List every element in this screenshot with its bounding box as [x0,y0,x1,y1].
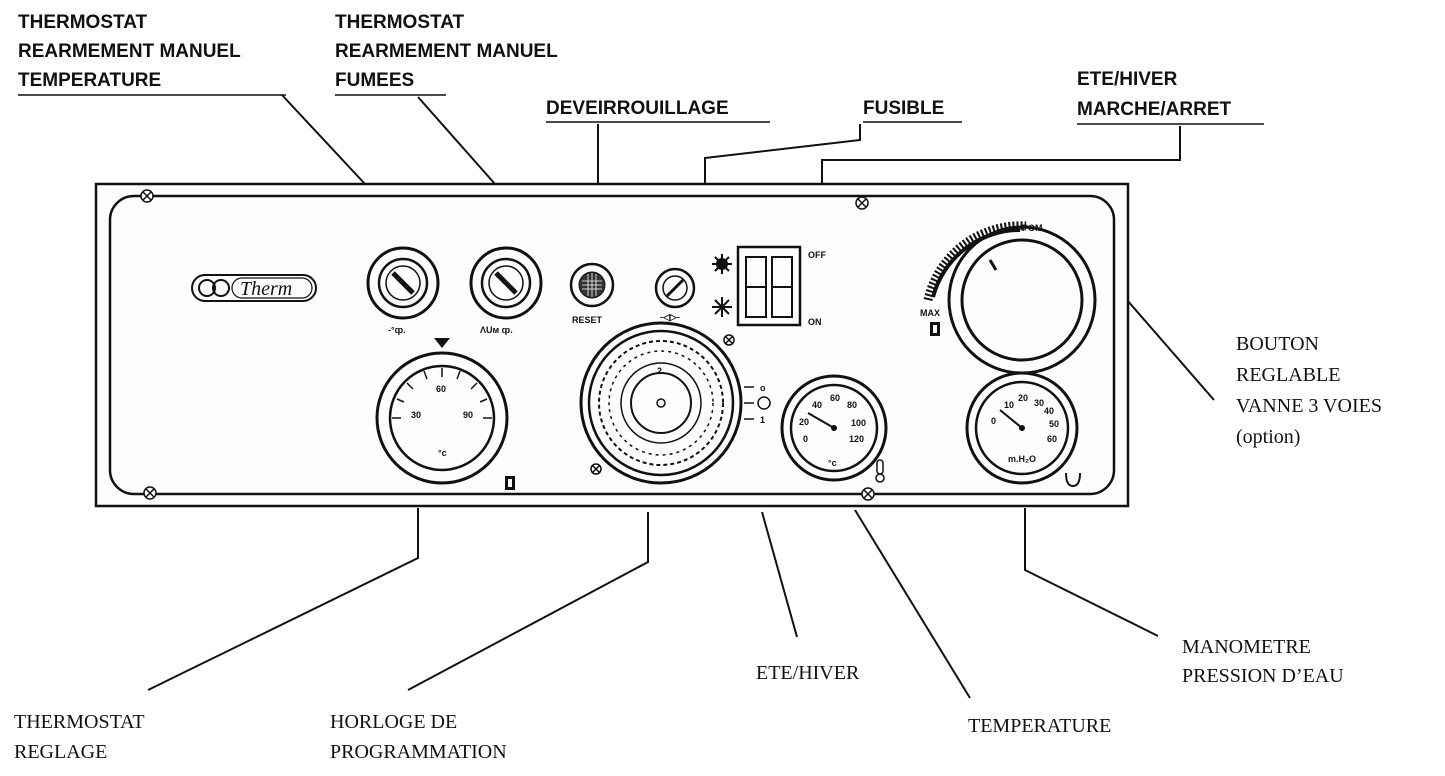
svg-text:60: 60 [436,384,446,394]
svg-text:OFF: OFF [808,250,826,260]
svg-text:2: 2 [657,366,662,376]
svg-text:(option): (option) [1236,426,1300,448]
reset-button[interactable]: RESET [569,262,615,325]
svg-text:10: 10 [1004,400,1014,410]
svg-text:REARMEMENT MANUEL: REARMEMENT MANUEL [335,41,558,62]
callout-deverrouillage: DEVEIRROUILLAGE [546,98,770,123]
fuse-holder[interactable]: -◁▷- [654,267,696,322]
svg-text:ɅUᴍ ȹ.: ɅUᴍ ȹ. [480,325,513,335]
svg-text:0: 0 [991,416,996,426]
svg-text:°c: °c [438,448,447,458]
svg-text:REGLABLE: REGLABLE [1236,364,1340,386]
svg-text:m.H₂O: m.H₂O [1008,454,1036,464]
therm-logo: Therm [191,274,317,302]
svg-text:BOUTON: BOUTON [1236,333,1319,355]
programming-clock[interactable]: 2 o 1 [579,321,771,485]
svg-text:90: 90 [463,410,473,420]
svg-text:60: 60 [830,393,840,403]
thermostat-temperature-reset-knob[interactable]: -°ȹ. [366,246,440,335]
svg-text:50: 50 [1049,419,1059,429]
svg-text:MAX: MAX [920,308,940,318]
svg-text:FUSIBLE: FUSIBLE [863,98,944,119]
indicator-icon [590,463,602,475]
callout-ete-hiver: ETE/HIVER [756,662,860,684]
svg-text:REGLAGE: REGLAGE [14,741,107,763]
leader-lines-top [281,94,1181,185]
svg-text:40: 40 [812,400,822,410]
svg-text:TEMPERATURE: TEMPERATURE [18,70,161,91]
thermostat-reglage-dial[interactable]: 60 30 90 °c [375,338,515,490]
svg-text:POM: POM [1022,223,1043,233]
callout-ete-hiver-marche-arret: ETE/HIVER MARCHE/ARRET [1077,69,1264,125]
callout-horloge: HORLOGE DE PROGRAMMATION [330,711,507,763]
callout-manometre: MANOMETRE PRESSION D’EAU [1182,636,1344,687]
svg-text:HORLOGE DE: HORLOGE DE [330,711,457,733]
callout-fusible: FUSIBLE [863,98,962,123]
callout-thermostat-reglage: THERMOSTAT REGLAGE [14,711,145,763]
svg-text:THERMOSTAT: THERMOSTAT [335,12,465,33]
svg-text:TEMPERATURE: TEMPERATURE [968,715,1111,737]
svg-text:PROGRAMMATION: PROGRAMMATION [330,741,507,763]
svg-text:30: 30 [411,410,421,420]
callout-bouton-vanne: BOUTON REGLABLE VANNE 3 VOIES (option) [1236,333,1382,448]
svg-text:THERMOSTAT: THERMOSTAT [14,711,145,733]
ete-hiver-switch[interactable]: OFF ON [712,245,826,346]
svg-text:80: 80 [847,400,857,410]
svg-text:0: 0 [803,434,808,444]
svg-text:Therm: Therm [240,278,292,300]
thermometer-icon [875,459,885,483]
svg-text:1: 1 [760,415,765,425]
temperature-gauge: 40 60 80 20 100 0 120 °c [780,374,888,483]
svg-text:THERMOSTAT: THERMOSTAT [18,12,148,33]
svg-text:60: 60 [1047,434,1057,444]
control-panel: Therm -°ȹ. ɅUᴍ ȹ. RESET [94,182,1130,508]
pressure-gauge: 10 20 30 40 0 50 60 m.H₂O [965,371,1081,488]
svg-text:100: 100 [851,418,866,428]
callout-thermostat-fumees: THERMOSTAT REARMEMENT MANUEL FUMEES [335,12,558,96]
svg-text:ETE/HIVER: ETE/HIVER [756,662,860,684]
svg-text:REARMEMENT MANUEL: REARMEMENT MANUEL [18,41,241,62]
svg-text:20: 20 [1018,393,1028,403]
svg-text:ETE/HIVER: ETE/HIVER [1077,69,1178,90]
leader-vanne [1126,299,1215,401]
callout-temperature: TEMPERATURE [968,715,1111,737]
indicator-icon [723,334,735,346]
svg-text:ON: ON [808,317,822,327]
clock-mode-selector [744,386,771,420]
svg-text:30: 30 [1034,398,1044,408]
callout-thermostat-temperature: THERMOSTAT REARMEMENT MANUEL TEMPERATURE [18,12,286,96]
svg-text:20: 20 [799,417,809,427]
snowflake-icon [712,297,732,317]
faucet-icon [1065,472,1081,488]
svg-text:°c: °c [828,458,837,468]
screw-icon [140,189,875,501]
svg-text:FUMEES: FUMEES [335,70,414,91]
svg-text:-◁▷-: -◁▷- [660,312,680,322]
svg-text:o: o [760,383,766,393]
svg-text:MARCHE/ARRET: MARCHE/ARRET [1077,99,1232,120]
svg-text:VANNE 3 VOIES: VANNE 3 VOIES [1236,395,1382,417]
leader-lines-bottom [147,508,1159,699]
svg-text:40: 40 [1044,406,1054,416]
sun-icon [712,254,732,274]
svg-text:120: 120 [849,434,864,444]
thermostat-fumees-reset-knob[interactable]: ɅUᴍ ȹ. [469,246,543,335]
svg-text:PRESSION D’EAU: PRESSION D’EAU [1182,665,1344,687]
svg-text:DEVEIRROUILLAGE: DEVEIRROUILLAGE [546,98,729,119]
svg-text:MANOMETRE: MANOMETRE [1182,636,1311,658]
svg-text:RESET: RESET [572,315,603,325]
svg-text:-°ȹ.: -°ȹ. [388,325,406,335]
